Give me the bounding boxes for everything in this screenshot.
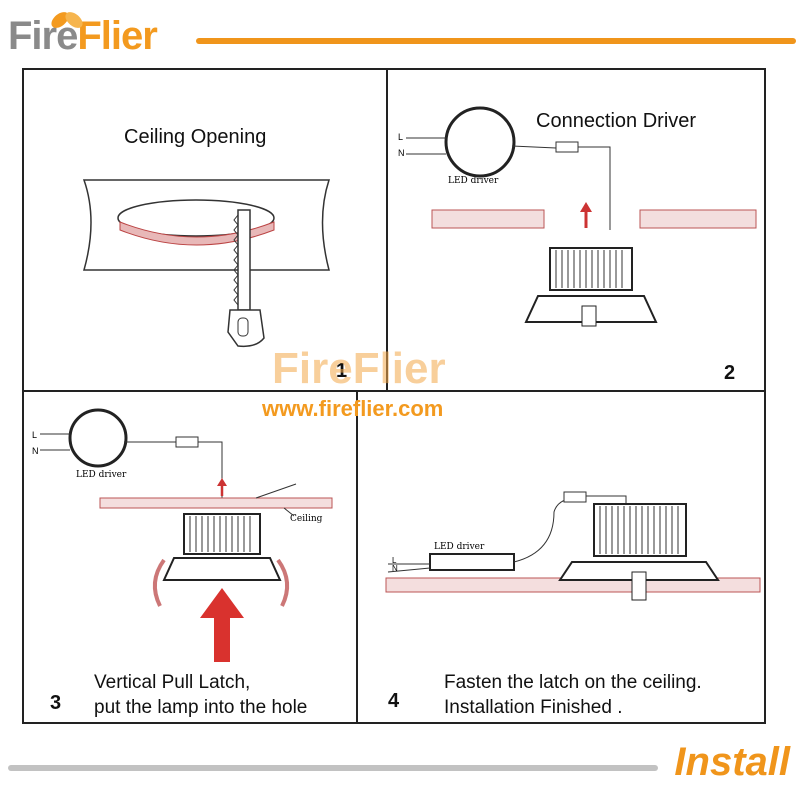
step-1-panel: Ceiling Opening 1 (22, 68, 388, 392)
step-3-caption-line1: Vertical Pull Latch, (94, 672, 251, 693)
step-4-number: 4 (388, 690, 400, 712)
led-driver-label: LED driver (448, 176, 499, 186)
label-neutral: N (392, 564, 398, 573)
brand-logo-part2: Flier (77, 14, 157, 58)
step-4-panel: 4 Fasten the latch on the ceiling. Insta… (356, 390, 766, 724)
step-4-caption-line2: Installation Finished . (444, 697, 623, 718)
footer-divider (8, 765, 658, 771)
installed-lamp-illustration (385, 491, 761, 601)
watermark-brand: FireFlier (272, 344, 446, 393)
label-line: L (392, 556, 397, 565)
label-neutral: N (398, 148, 405, 158)
step-2-number: 2 (724, 362, 736, 384)
step-4-caption-line1: Fasten the latch on the ceiling. (444, 672, 702, 693)
label-line: L (32, 430, 38, 440)
ceiling-opening-illustration (82, 179, 331, 348)
step-2-panel: Connection Driver 2 L N LED driver (386, 68, 766, 392)
step-3-number: 3 (50, 692, 62, 714)
step-1-title: Ceiling Opening (124, 126, 267, 148)
led-driver-label: LED driver (434, 542, 485, 552)
install-title: Install (674, 740, 790, 784)
connection-driver-illustration (406, 106, 757, 327)
label-neutral: N (32, 446, 39, 456)
led-driver-label: LED driver (76, 470, 127, 480)
label-line: L (398, 132, 404, 142)
step-1-number: 1 (336, 360, 348, 382)
step-3-panel: 3 Vertical Pull Latch, put the lamp into… (22, 390, 358, 724)
pull-latch-illustration (40, 408, 333, 662)
step-2-title: Connection Driver (536, 110, 697, 132)
step-3-caption-line2: put the lamp into the hole (94, 697, 308, 718)
ceiling-label: Ceiling (290, 514, 323, 524)
watermark-url: www.fireflier.com (262, 396, 444, 421)
header-divider (196, 38, 796, 44)
